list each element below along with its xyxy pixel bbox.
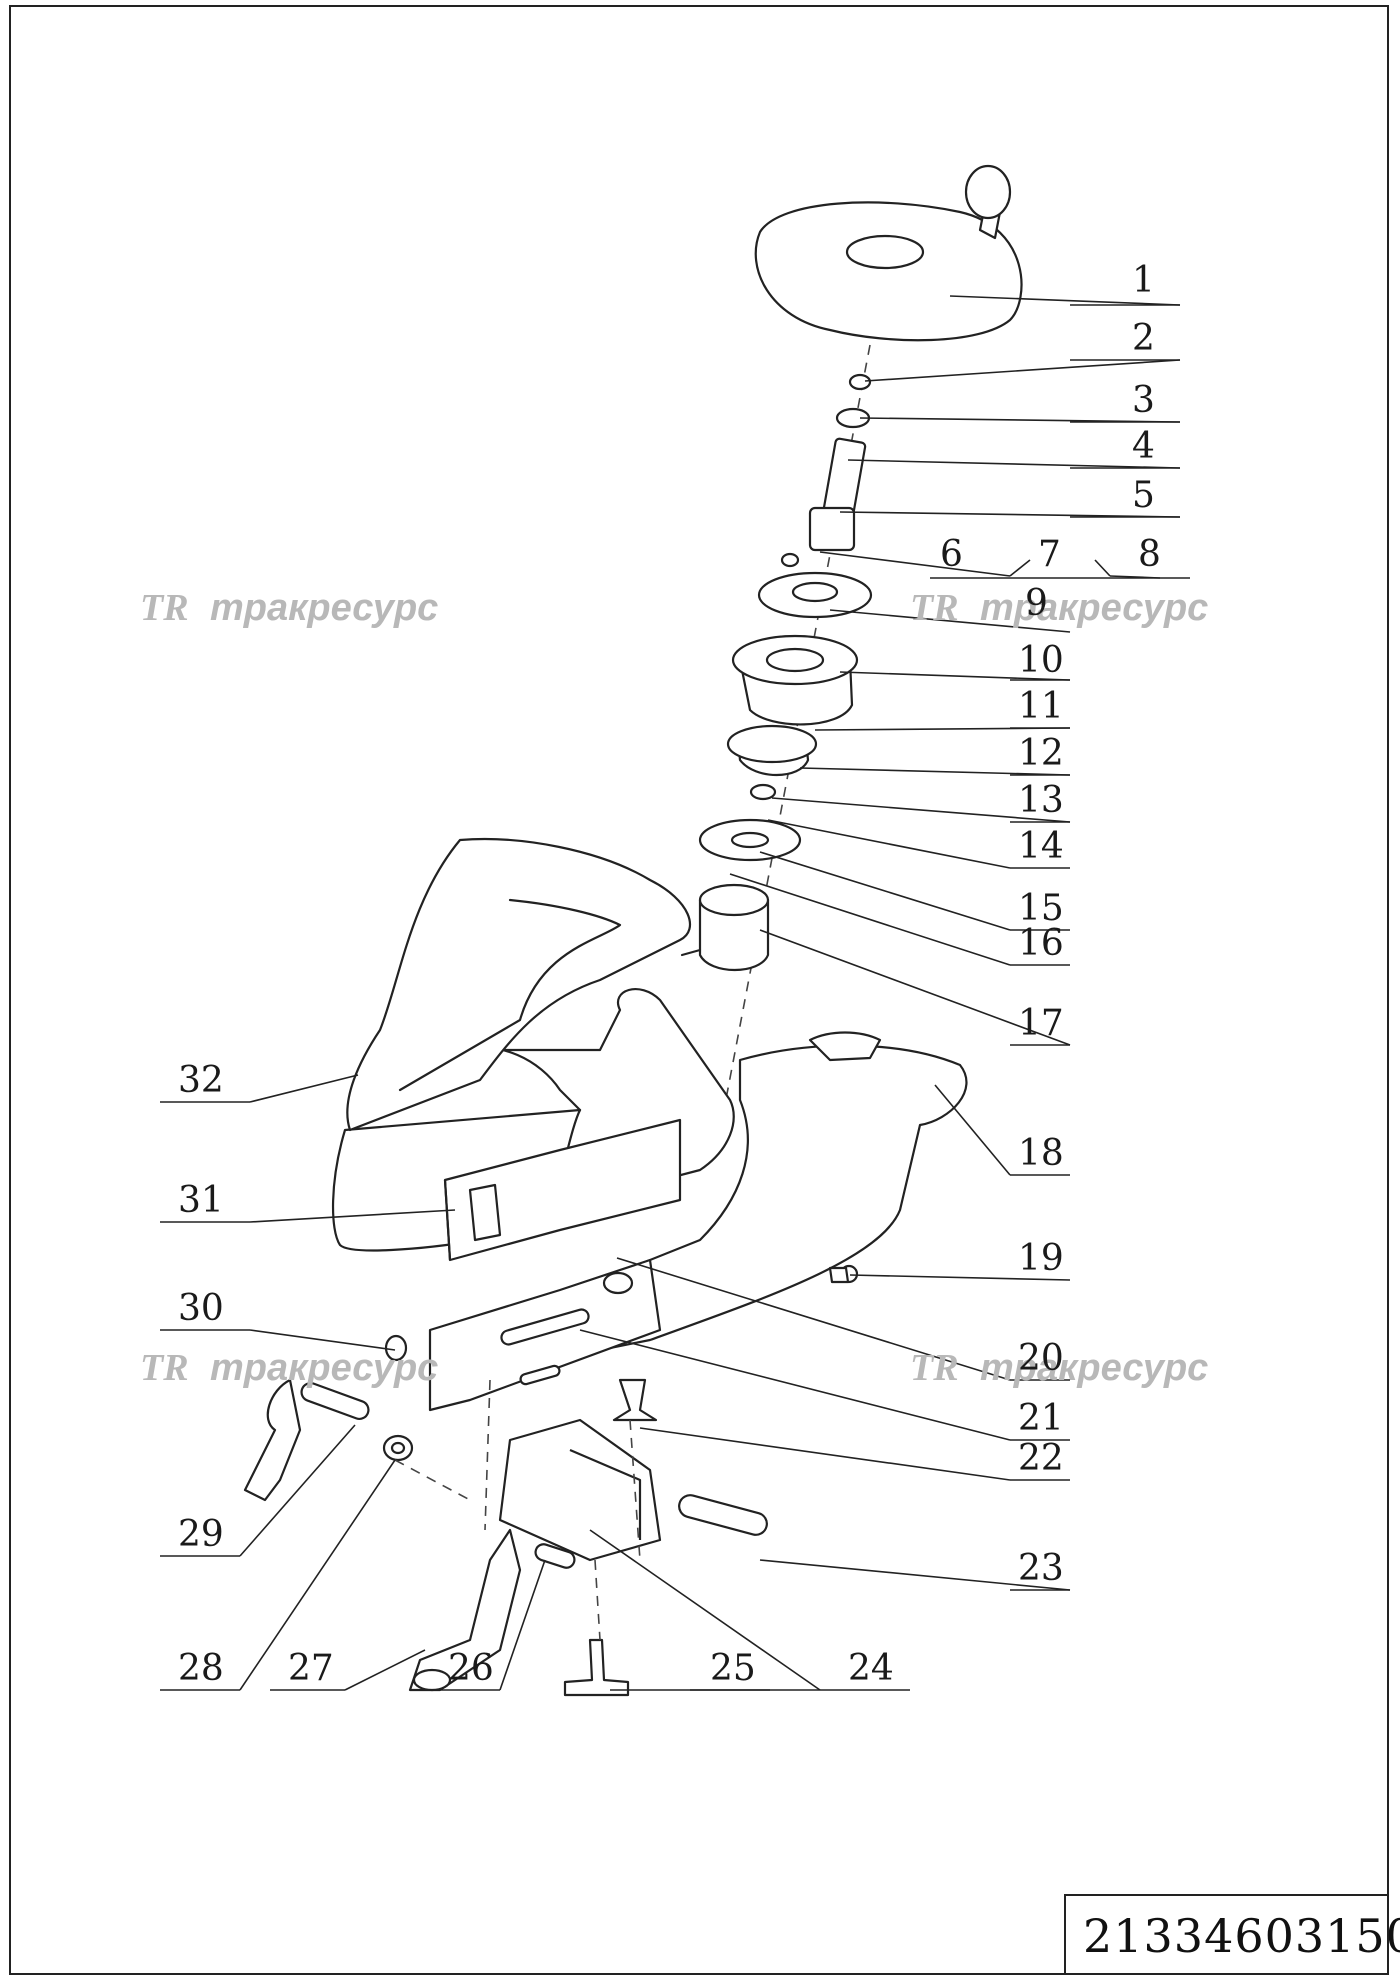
column-stack (680, 344, 873, 1121)
callout-32: 32 (178, 1060, 224, 1101)
callout-20: 20 (1018, 1338, 1064, 1379)
callout-11: 11 (1018, 686, 1064, 727)
callout-leaders-left (160, 1074, 546, 1691)
callout-9: 9 (1025, 583, 1048, 624)
watermark-logo: TR (140, 587, 189, 629)
watermark-logo: TR (140, 1347, 189, 1389)
callout-26: 26 (448, 1648, 494, 1689)
watermark-text: тракресурс (210, 1347, 438, 1389)
callout-24: 24 (848, 1648, 894, 1689)
watermark-text: тракресурс (980, 1347, 1208, 1389)
callout-16: 16 (1018, 923, 1064, 964)
callout-6: 6 (940, 534, 963, 575)
callout-27: 27 (288, 1648, 334, 1689)
watermark-top-right: TR тракресурс (910, 587, 1208, 629)
callout-3: 3 (1132, 380, 1155, 421)
callout-30: 30 (178, 1288, 224, 1329)
drawing-number: 213346031501 (1083, 1909, 1400, 1963)
callout-17: 17 (1018, 1003, 1064, 1044)
callout-1: 1 (1132, 260, 1155, 301)
watermark-top-left: TR тракресурс (140, 587, 438, 629)
screw-19 (828, 1266, 850, 1284)
callout-28: 28 (178, 1648, 224, 1689)
callout-5: 5 (1132, 475, 1155, 516)
callout-15: 15 (1018, 888, 1064, 929)
callout-8: 8 (1138, 534, 1161, 575)
title-block: 213346031501 (1064, 1894, 1400, 1975)
callout-4: 4 (1132, 426, 1155, 467)
callout-29: 29 (178, 1514, 224, 1555)
watermark-text: тракресурс (980, 587, 1208, 629)
callout-leaders-right (579, 295, 1190, 1691)
watermark-text: тракресурс (210, 587, 438, 629)
callout-shelves-right (690, 304, 1180, 1691)
lever-and-washer (243, 1334, 471, 1502)
callout-2: 2 (1132, 318, 1155, 359)
callout-numbers: 1 2 3 4 5 6 7 8 9 10 11 12 13 14 15 16 1… (178, 260, 1161, 1689)
callout-23: 23 (1018, 1548, 1064, 1589)
steering-wheel (754, 164, 1023, 342)
callout-12: 12 (1018, 733, 1064, 774)
slide-tubes (428, 1118, 682, 1412)
lower-mount (408, 1378, 768, 1697)
callout-21: 21 (1018, 1398, 1064, 1439)
callout-19: 19 (1018, 1238, 1064, 1279)
sheet-frame (9, 5, 1389, 1975)
callout-10: 10 (1018, 640, 1064, 681)
callout-14: 14 (1018, 826, 1064, 867)
callout-31: 31 (178, 1180, 224, 1221)
callout-25: 25 (710, 1648, 756, 1689)
callout-7: 7 (1038, 534, 1061, 575)
watermark-logo: TR (910, 1347, 959, 1389)
watermark-bottom-right: TR тракресурс (910, 1347, 1208, 1389)
callout-13: 13 (1018, 780, 1064, 821)
callout-22: 22 (1018, 1438, 1064, 1479)
watermark-logo: TR (910, 587, 959, 629)
watermark-bottom-left: TR тракресурс (140, 1347, 438, 1389)
callout-18: 18 (1018, 1133, 1064, 1174)
